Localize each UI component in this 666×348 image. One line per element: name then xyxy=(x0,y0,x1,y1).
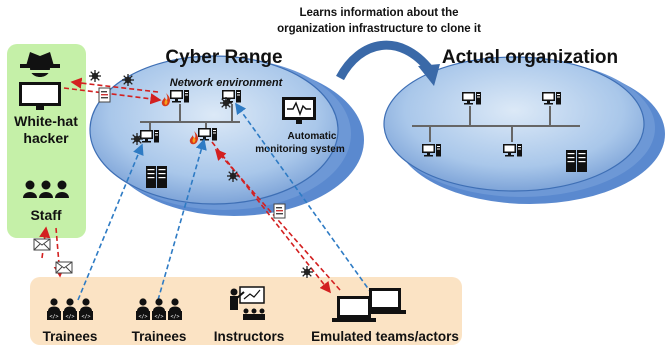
cyber-range-title: Cyber Range xyxy=(165,47,282,68)
top-note-line2: organization infrastructure to clone it xyxy=(277,23,481,35)
email-icon xyxy=(33,238,51,251)
virus-icon xyxy=(88,69,102,83)
hacker-label-1: White-hat xyxy=(14,113,78,129)
actual-org-title: Actual organization xyxy=(442,47,618,68)
trainees-icon xyxy=(136,298,182,320)
monitor-icon xyxy=(282,97,316,124)
trainees-icon xyxy=(47,298,93,320)
clone-curved-arrow xyxy=(336,40,434,81)
trainees-label-2: Trainees xyxy=(132,329,187,344)
trainees-label-1: Trainees xyxy=(43,329,98,344)
top-note-line1: Learns information about the xyxy=(299,7,458,19)
monitoring-label-2: monitoring system xyxy=(255,144,345,155)
virus-icon xyxy=(130,132,144,146)
virus-icon xyxy=(121,73,135,87)
cyber-network xyxy=(130,90,241,188)
traffic-arrows xyxy=(77,102,373,301)
actual-org-network xyxy=(412,92,587,172)
staff-label: Staff xyxy=(30,207,61,223)
actual-org-ellipse xyxy=(383,56,645,192)
instructors-label: Instructors xyxy=(214,329,285,344)
laptop-icon xyxy=(332,288,406,322)
email-icon xyxy=(55,261,73,274)
hacker-label-2: hacker xyxy=(23,130,69,146)
emulated-label: Emulated teams/actors xyxy=(311,329,459,344)
document-icon xyxy=(273,203,286,219)
monitoring-label-1: Automatic xyxy=(288,131,337,142)
instructor-icon xyxy=(230,286,265,320)
network-environment-label: Network environment xyxy=(170,77,284,89)
virus-icon xyxy=(219,96,233,110)
virus-icon xyxy=(300,265,314,279)
document-icon xyxy=(98,87,111,103)
virus-icon xyxy=(226,169,240,183)
hacker-icon xyxy=(19,52,61,110)
staff-icon xyxy=(23,180,69,198)
